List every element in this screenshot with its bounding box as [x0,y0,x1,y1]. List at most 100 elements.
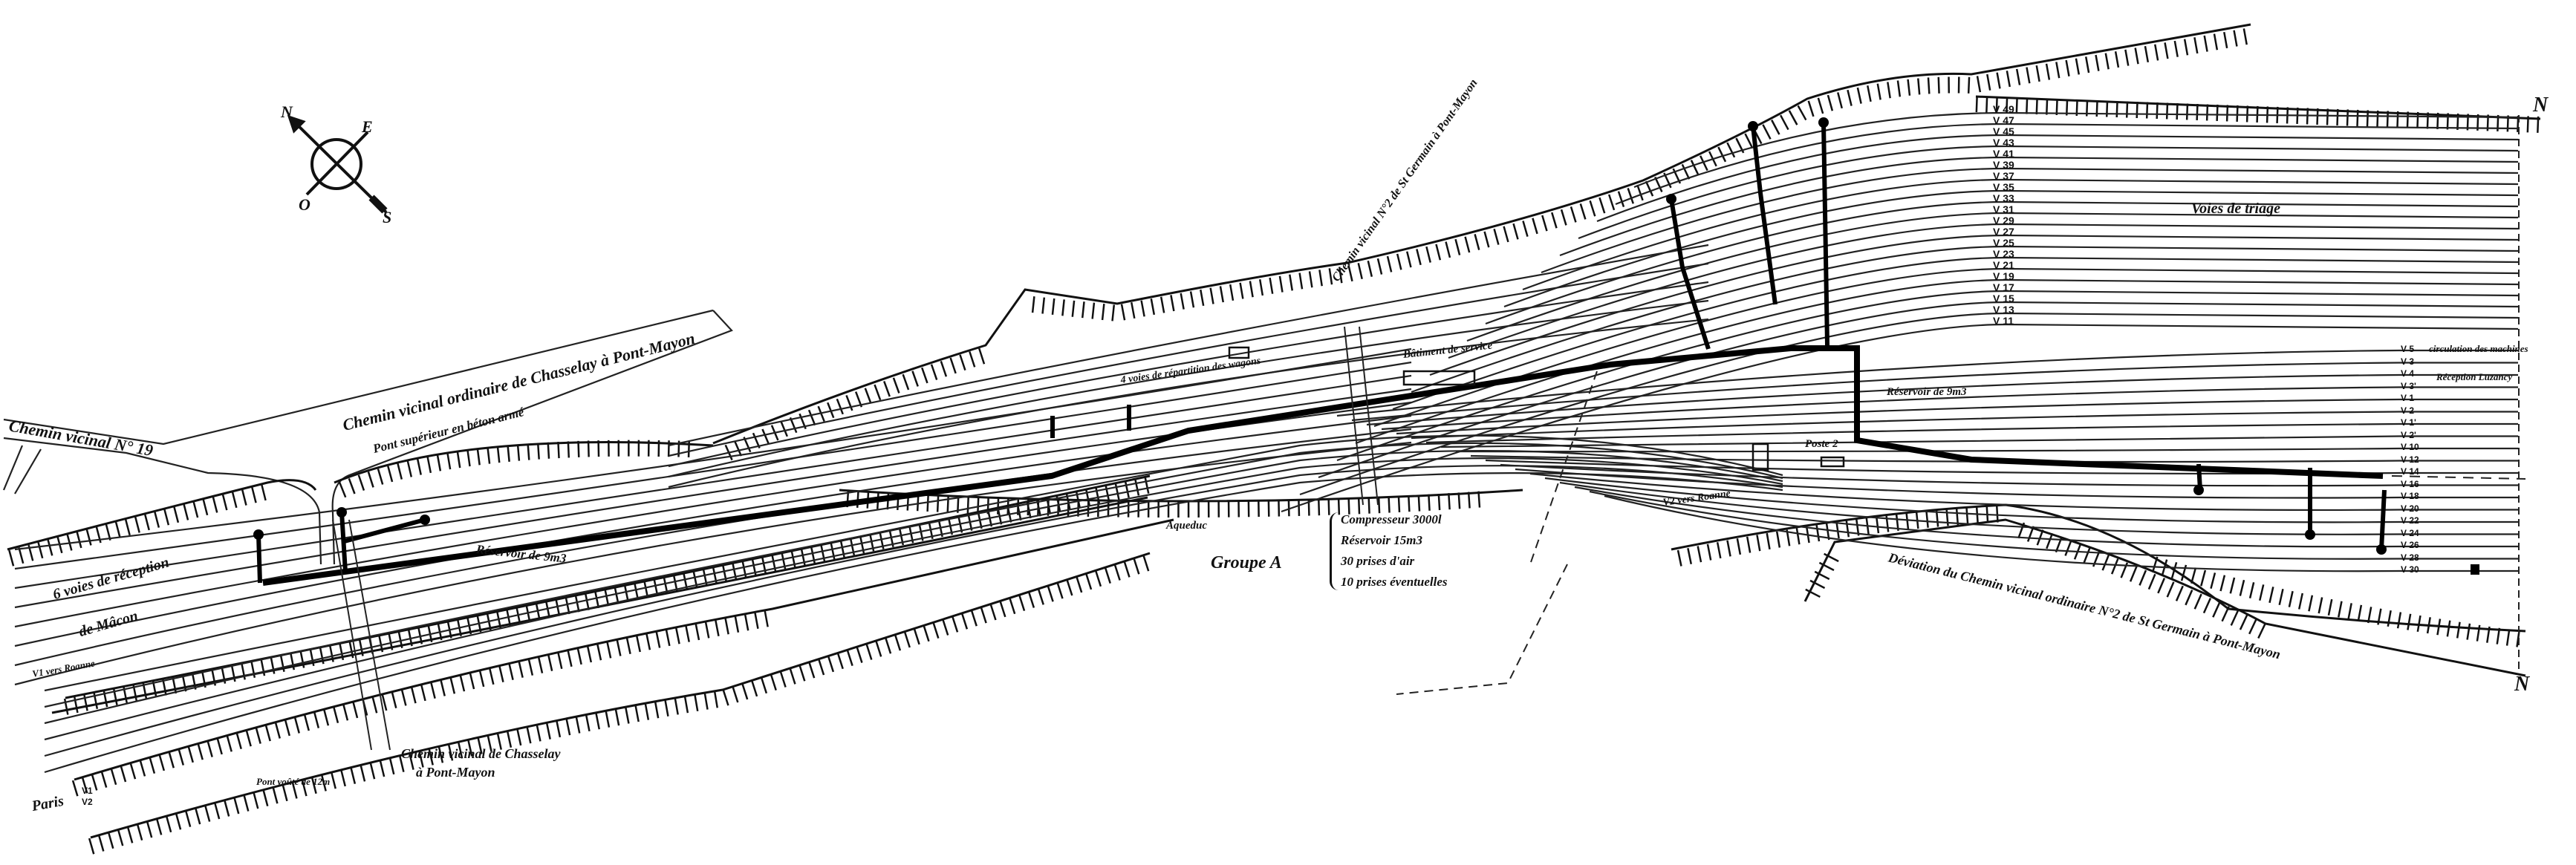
edge-n-top: N [2532,94,2549,117]
track-line [1633,111,2519,189]
track-label: V 20 [2401,503,2419,514]
compass-n: N [280,102,293,121]
track-line [1589,490,2518,560]
track-label: V 10 [2401,442,2419,452]
track-label: V 27 [1993,226,2014,238]
valves [253,117,2479,575]
label-aqueduc: Aqueduc [1166,520,1208,532]
track-label: V 15 [1993,293,2014,304]
track-line [1559,156,2519,257]
track-line [1366,373,2518,426]
track-line [14,374,1412,590]
bridges [332,115,2520,751]
track-label: V 37 [1993,170,2014,182]
track-line [14,347,1412,551]
track-label: V 12 [2401,454,2419,465]
track-line [1355,278,2519,445]
track-line [14,388,1412,609]
track-label: V 47 [1993,114,2014,126]
branch-lines [256,122,2387,584]
label-pont-voute: Pont voûté de 12m [256,776,331,787]
track-line [44,472,1783,774]
buildings [1228,346,1845,471]
air-main-line [262,345,2384,586]
compass-e: E [361,117,373,136]
track-line [14,361,1412,570]
track-label: V 28 [2401,552,2419,563]
track-label: V 19 [1993,270,2014,282]
track-label: V 30 [2401,564,2419,575]
groupe-title: Groupe A [1211,553,1282,572]
track-label: V 29 [1993,215,2014,226]
track-line [1578,145,2519,240]
track-line [1544,477,2518,523]
track-label: V 23 [1993,248,2014,260]
track-line [1529,472,2518,512]
track-label: V 3' [2401,380,2416,391]
track-label: V 18 [2401,491,2419,501]
label-voies-triage: Voies de triage [2191,200,2280,217]
track-line [1500,463,2518,487]
track-line [1470,454,2518,463]
label-circulation: circulation des machines [2429,343,2528,354]
track-line [1336,349,2518,417]
track-label: V 31 [1993,203,2014,215]
track-label: V 43 [1993,137,2014,148]
label-poste: Poste 2 [1805,438,1838,450]
brace-icon [1330,512,1339,590]
groupe-item: 30 prises d'air [1341,554,1415,568]
track-line [1448,223,2519,359]
groupe-item: 10 prises éventuelles [1341,575,1448,589]
track-label: V 17 [1993,281,2014,293]
track-line [1455,447,2518,453]
track-line [1318,301,2519,479]
track-line [14,428,1412,667]
track-label: V 1 [2401,393,2415,403]
track-line [1411,411,2518,440]
track-line [1515,468,2518,499]
track-label: V 21 [1993,259,2014,271]
track-line [1425,422,2518,444]
track-line [668,318,1709,489]
label-reception-luzancy: Réception Luzancy [2436,371,2513,382]
track-line [1485,200,2519,325]
track-line [1392,256,2519,411]
groupe-item: Réservoir 15m3 [1341,533,1423,547]
track-line [668,281,1709,468]
track-label: V 13 [1993,304,2014,316]
track-line [1574,486,2518,548]
track-label: V 26 [2401,540,2419,550]
edge-n-bottom: N [2514,673,2531,696]
label-cv-chasselay-bottom-2: à Pont-Mayon [416,765,495,780]
track-line [1541,167,2519,274]
label-paris-v2: V2 [82,797,93,807]
track-label: V 3 [2401,356,2415,367]
track-label: V 25 [1993,237,2014,249]
track-line [1604,494,2518,572]
track-label: V 35 [1993,181,2014,193]
track-line [44,442,1783,708]
track-line [1466,212,2519,342]
track-line [1351,362,2518,422]
track-line [1396,398,2518,435]
track-label: V 45 [1993,125,2014,137]
dashed-extension [2391,475,2526,480]
groupe-item: Compresseur 3000l [1341,512,1442,526]
track-line [44,457,1783,741]
track-line [1440,435,2518,448]
track-line [1381,386,2518,431]
track-label: V 4 [2401,368,2415,379]
track-line [668,299,1709,478]
track-label: V 16 [2401,478,2419,489]
track-line [668,244,1709,447]
compass-o: O [299,195,310,214]
track-line [44,434,1783,692]
track-label: V 22 [2401,515,2419,526]
track-label: V 39 [1993,159,2014,171]
track-label: V 49 [1993,103,2014,115]
